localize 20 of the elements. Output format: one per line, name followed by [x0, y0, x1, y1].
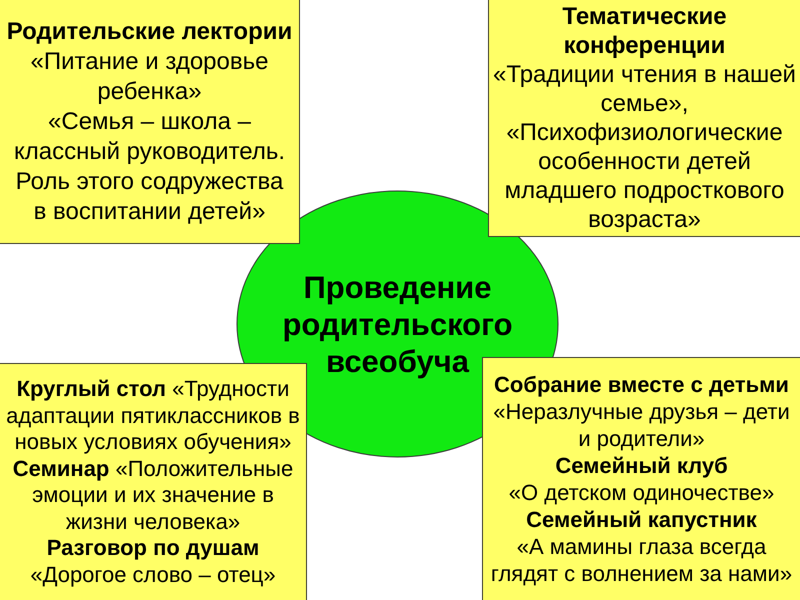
item-text: «Семья – школа – классный руководитель. Роль этого содружества в воспитании детей»: [12, 106, 286, 226]
heading-text: Собрание вместе с детьми: [494, 371, 789, 398]
item-text: «Традиции чтения в нашей семье»,: [492, 60, 797, 118]
item-text: «О детском одиночестве»: [508, 479, 774, 506]
heading-text: Тематические конференции: [561, 2, 728, 60]
item-text: «Питание и здоровье ребенка»: [30, 46, 270, 106]
heading-text: Семейный капустник: [526, 506, 757, 533]
topic-card: [488, 0, 800, 237]
item-text: «А мамины глаза всегда глядят с волнением за нами»: [490, 533, 794, 587]
item-text: Семинар «Положительные эмоции и их значение в жизни человека»: [12, 456, 294, 535]
item-text: «Дорогое слово – отец»: [30, 562, 276, 588]
item-text: Круглый стол «Трудности адаптации пятиклассников в новых условиях обучения»: [5, 376, 301, 456]
item-text: «Психофизиологические особенности детей младшего подросткового возраста»: [504, 118, 786, 234]
heading-text: Родительские лектории: [6, 16, 292, 46]
heading-text: Семейный клуб: [555, 452, 728, 479]
topic-card: [482, 357, 800, 600]
item-text: «Неразлучные друзья – дети и родители»: [492, 398, 791, 452]
topic-card: [0, 0, 300, 244]
heading-text: Разговор по душам: [46, 535, 260, 562]
topic-card: [0, 363, 307, 600]
